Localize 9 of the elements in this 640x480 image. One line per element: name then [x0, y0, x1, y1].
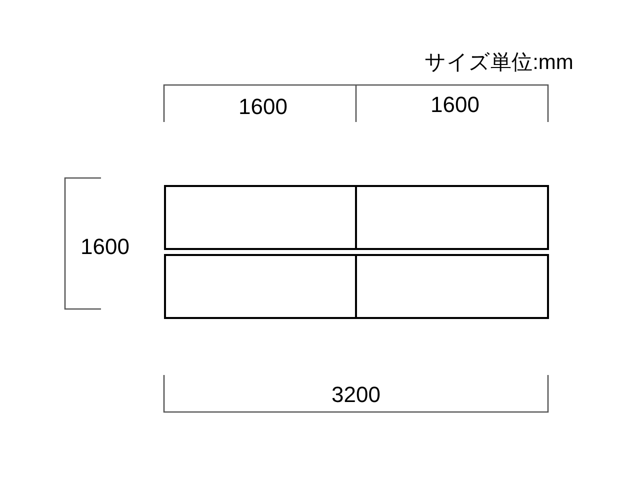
- panel-rect: [164, 185, 357, 250]
- dimension-label: 3200: [332, 382, 380, 408]
- dimension-label: 1600: [80, 234, 130, 260]
- unit-note: サイズ単位:mm: [424, 50, 574, 76]
- panel-rect: [164, 254, 357, 319]
- dimension-label: 1600: [238, 94, 288, 120]
- panel-rect: [355, 254, 549, 319]
- panel-rect: [355, 185, 549, 250]
- dimension-label: 1600: [430, 92, 480, 118]
